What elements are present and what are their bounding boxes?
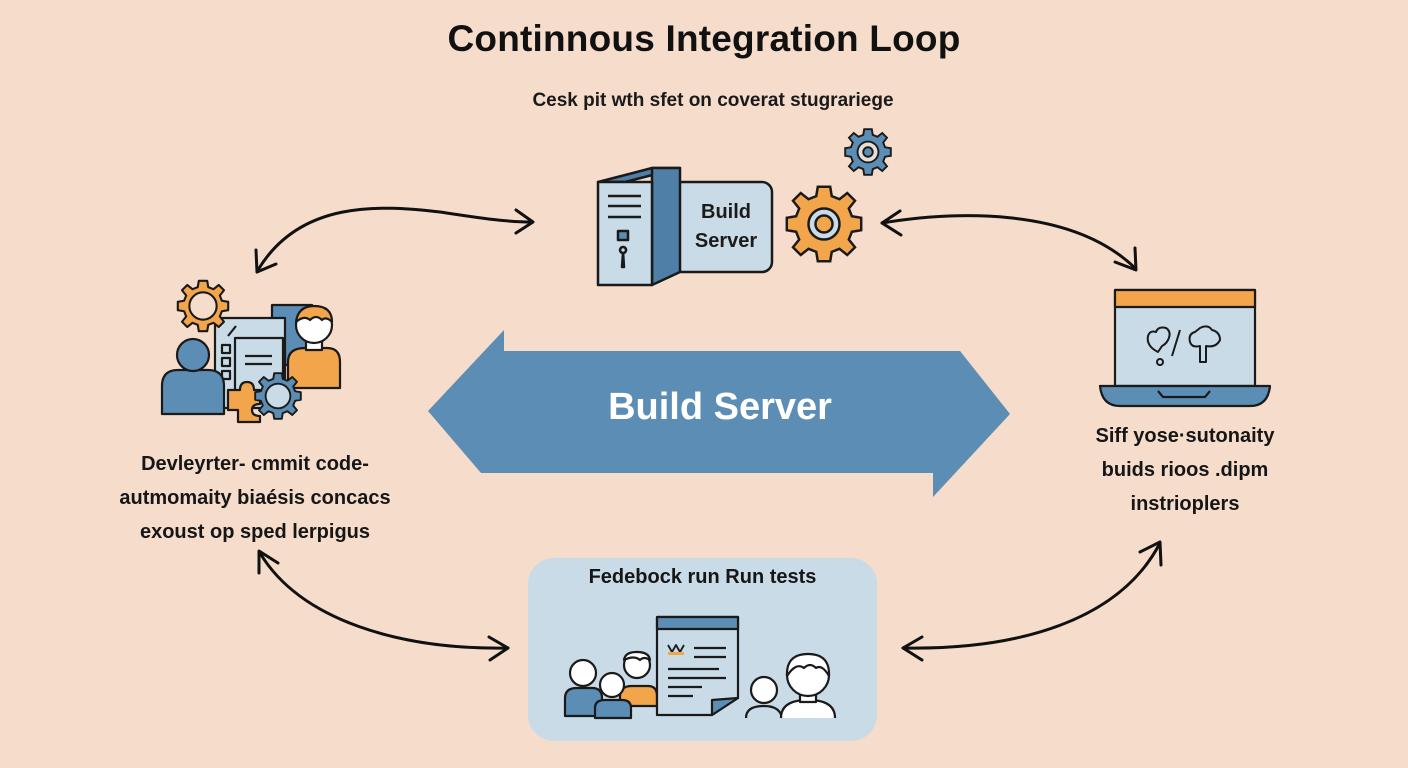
gear-icon-blue	[844, 128, 892, 176]
build-server-label-line2: Server	[694, 230, 758, 252]
arrow-developer-feedback	[257, 549, 510, 662]
developer-caption-line: exoust op sped lerpigus	[139, 521, 371, 543]
diagram-subtitle: Cesk pit wth sfet on coverat stugrariege	[532, 90, 894, 111]
gear-icon-orange	[785, 185, 863, 263]
automation-caption-line: Siff yose·sutonaity	[1095, 425, 1275, 447]
automation-caption-line: instrioplers	[1130, 493, 1240, 515]
arrow-feedback-automation	[901, 540, 1163, 662]
build-server-label-line1: Build	[701, 201, 751, 223]
diagram-title: Continnous Integration Loop	[447, 18, 961, 59]
laptop-icon	[1098, 288, 1272, 408]
developer-caption: Devleyrter- cmmit code- autmomaity biaés…	[60, 447, 450, 549]
feedback-label: Fedebock run Run tests	[588, 566, 817, 588]
team-report-icon	[563, 615, 837, 720]
build-server-label: Build Server	[686, 198, 766, 256]
arrow-developer-build-server	[254, 206, 535, 274]
arrow-build-server-automation	[880, 209, 1138, 272]
center-arrow-label: Build Server	[608, 386, 832, 428]
double-arrow-icon	[428, 330, 1010, 497]
developers-team-icon	[160, 279, 342, 424]
server-tower-icon	[596, 166, 774, 287]
developer-caption-line: Devleyrter- cmmit code-	[141, 453, 369, 475]
developer-caption-line: autmomaity biaésis concacs	[119, 487, 391, 509]
automation-caption: Siff yose·sutonaity buids rioos .dipm in…	[1040, 419, 1330, 521]
automation-caption-line: buids rioos .dipm	[1101, 459, 1269, 481]
